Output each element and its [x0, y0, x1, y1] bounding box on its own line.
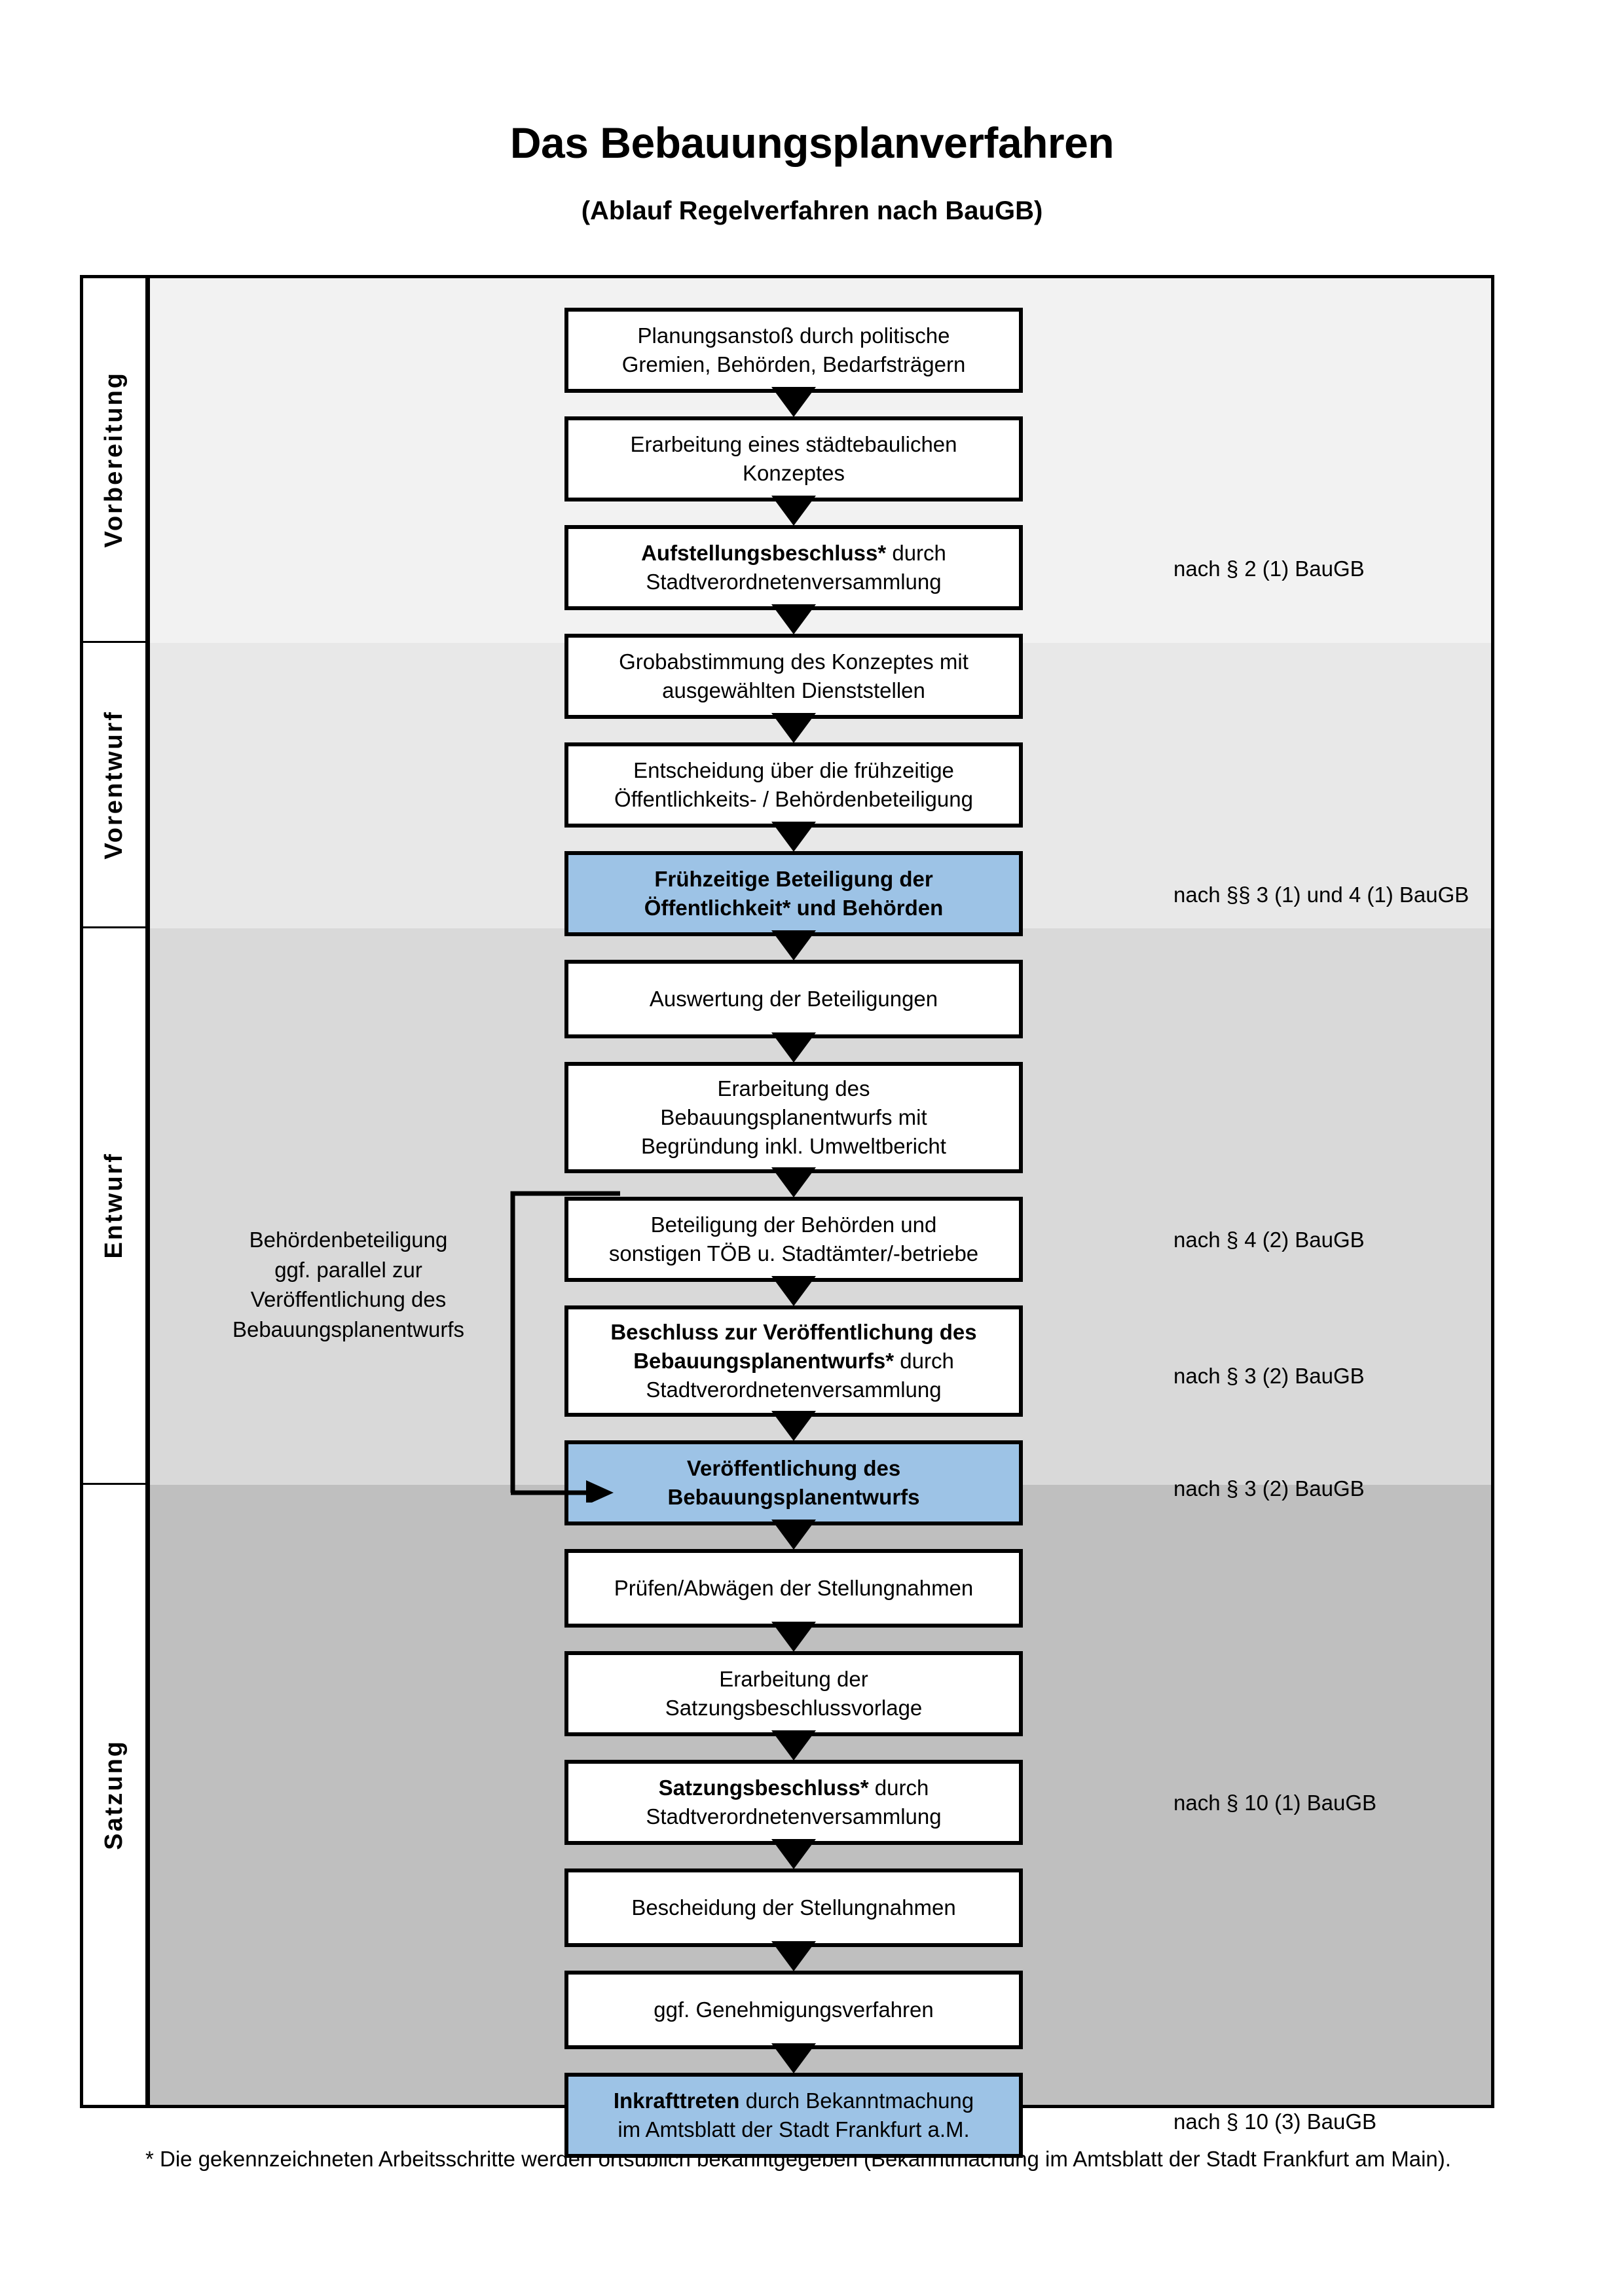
flow-arrow-13: [771, 1730, 816, 1760]
flow-arrow-11: [771, 1520, 816, 1550]
sidenote-line: Veröffentlichung des: [250, 1287, 447, 1312]
flow-arrow-14: [771, 1839, 816, 1869]
flow-arrow-10: [771, 1411, 816, 1441]
page-title: Das Bebauungsplanverfahren: [509, 118, 1115, 167]
phase-label-vorbereitung: Vorbereitung: [83, 278, 145, 643]
flow-node-bold: Aufstellungsbeschluss*: [641, 541, 887, 566]
flow-arrow-1: [771, 387, 816, 417]
phase-label-satzung: Satzung: [83, 1485, 145, 2105]
sidenote-line: ggf. parallel zur: [274, 1257, 422, 1282]
annotation-par10-1: nach § 10 (1) BauGB: [1173, 1791, 1377, 1815]
flow-node-auswertung[interactable]: Auswertung der Beteiligungen: [564, 960, 1023, 1038]
annotation-par3-2-b: nach § 3 (2) BauGB: [1173, 1476, 1365, 1501]
flow-node-text: ggf. Genehmigungsverfahren: [654, 1997, 934, 2022]
flow-node-bescheidung[interactable]: Bescheidung der Stellungnahmen: [564, 1868, 1023, 1947]
flow-arrow-9: [771, 1276, 816, 1306]
annotation-par10-3: nach § 10 (3) BauGB: [1173, 2109, 1377, 2134]
phase-label-text: Vorbereitung: [100, 371, 128, 548]
flow-arrow-2: [771, 496, 816, 526]
flow-arrow-12: [771, 1622, 816, 1652]
page-subtitle: (Ablauf Regelverfahren nach BauGB): [581, 196, 1043, 225]
phase-label-text: Vorentwurf: [100, 710, 128, 860]
flow-arrow-6: [771, 930, 816, 960]
parallel-process-connector: [510, 1191, 620, 1503]
flowchart-frame: Vorbereitung Vorentwurf Entwurf Satzung …: [80, 275, 1494, 2158]
flow-arrow-4: [771, 713, 816, 743]
annotation-par4-2: nach § 4 (2) BauGB: [1173, 1228, 1365, 1252]
flow-arrow-15: [771, 1941, 816, 1971]
annotation-par2-1: nach § 2 (1) BauGB: [1173, 556, 1365, 581]
sidenote-line: Behördenbeteiligung: [249, 1228, 448, 1252]
flow-node-genehmigungsverfahren[interactable]: ggf. Genehmigungsverfahren: [564, 1971, 1023, 2049]
phase-label-text: Satzung: [100, 1740, 128, 1850]
phase-label-text: Entwurf: [100, 1152, 128, 1259]
flow-arrow-3: [771, 604, 816, 634]
phase-label-entwurf: Entwurf: [83, 928, 145, 1485]
flow-node-text: Prüfen/Abwägen der Stellungnahmen: [614, 1576, 974, 1601]
flow-arrow-5: [771, 822, 816, 852]
phase-label-vorentwurf: Vorentwurf: [83, 643, 145, 928]
phase-label-column: Vorbereitung Vorentwurf Entwurf Satzung: [83, 278, 150, 2105]
annotation-par3-4-1: nach §§ 3 (1) und 4 (1) BauGB: [1173, 883, 1469, 907]
flow-arrow-16: [771, 2043, 816, 2073]
sidenote-behoerdenbeteiligung: Behördenbeteiligung ggf. parallel zur Ve…: [208, 1225, 489, 1344]
sidenote-line: Bebauungsplanentwurfs: [232, 1317, 465, 1341]
flow-node-text: Bescheidung der Stellungnahmen: [631, 1895, 956, 1920]
flow-node-pruefen-abwaegen[interactable]: Prüfen/Abwägen der Stellungnahmen: [564, 1549, 1023, 1628]
flow-arrow-8: [771, 1167, 816, 1197]
annotation-par3-2-a: nach § 3 (2) BauGB: [1173, 1364, 1365, 1388]
page-header: Das Bebauungsplanverfahren (Ablauf Regel…: [0, 0, 1624, 226]
flow-node-text: Auswertung der Beteiligungen: [649, 987, 938, 1011]
flow-arrow-7: [771, 1032, 816, 1063]
